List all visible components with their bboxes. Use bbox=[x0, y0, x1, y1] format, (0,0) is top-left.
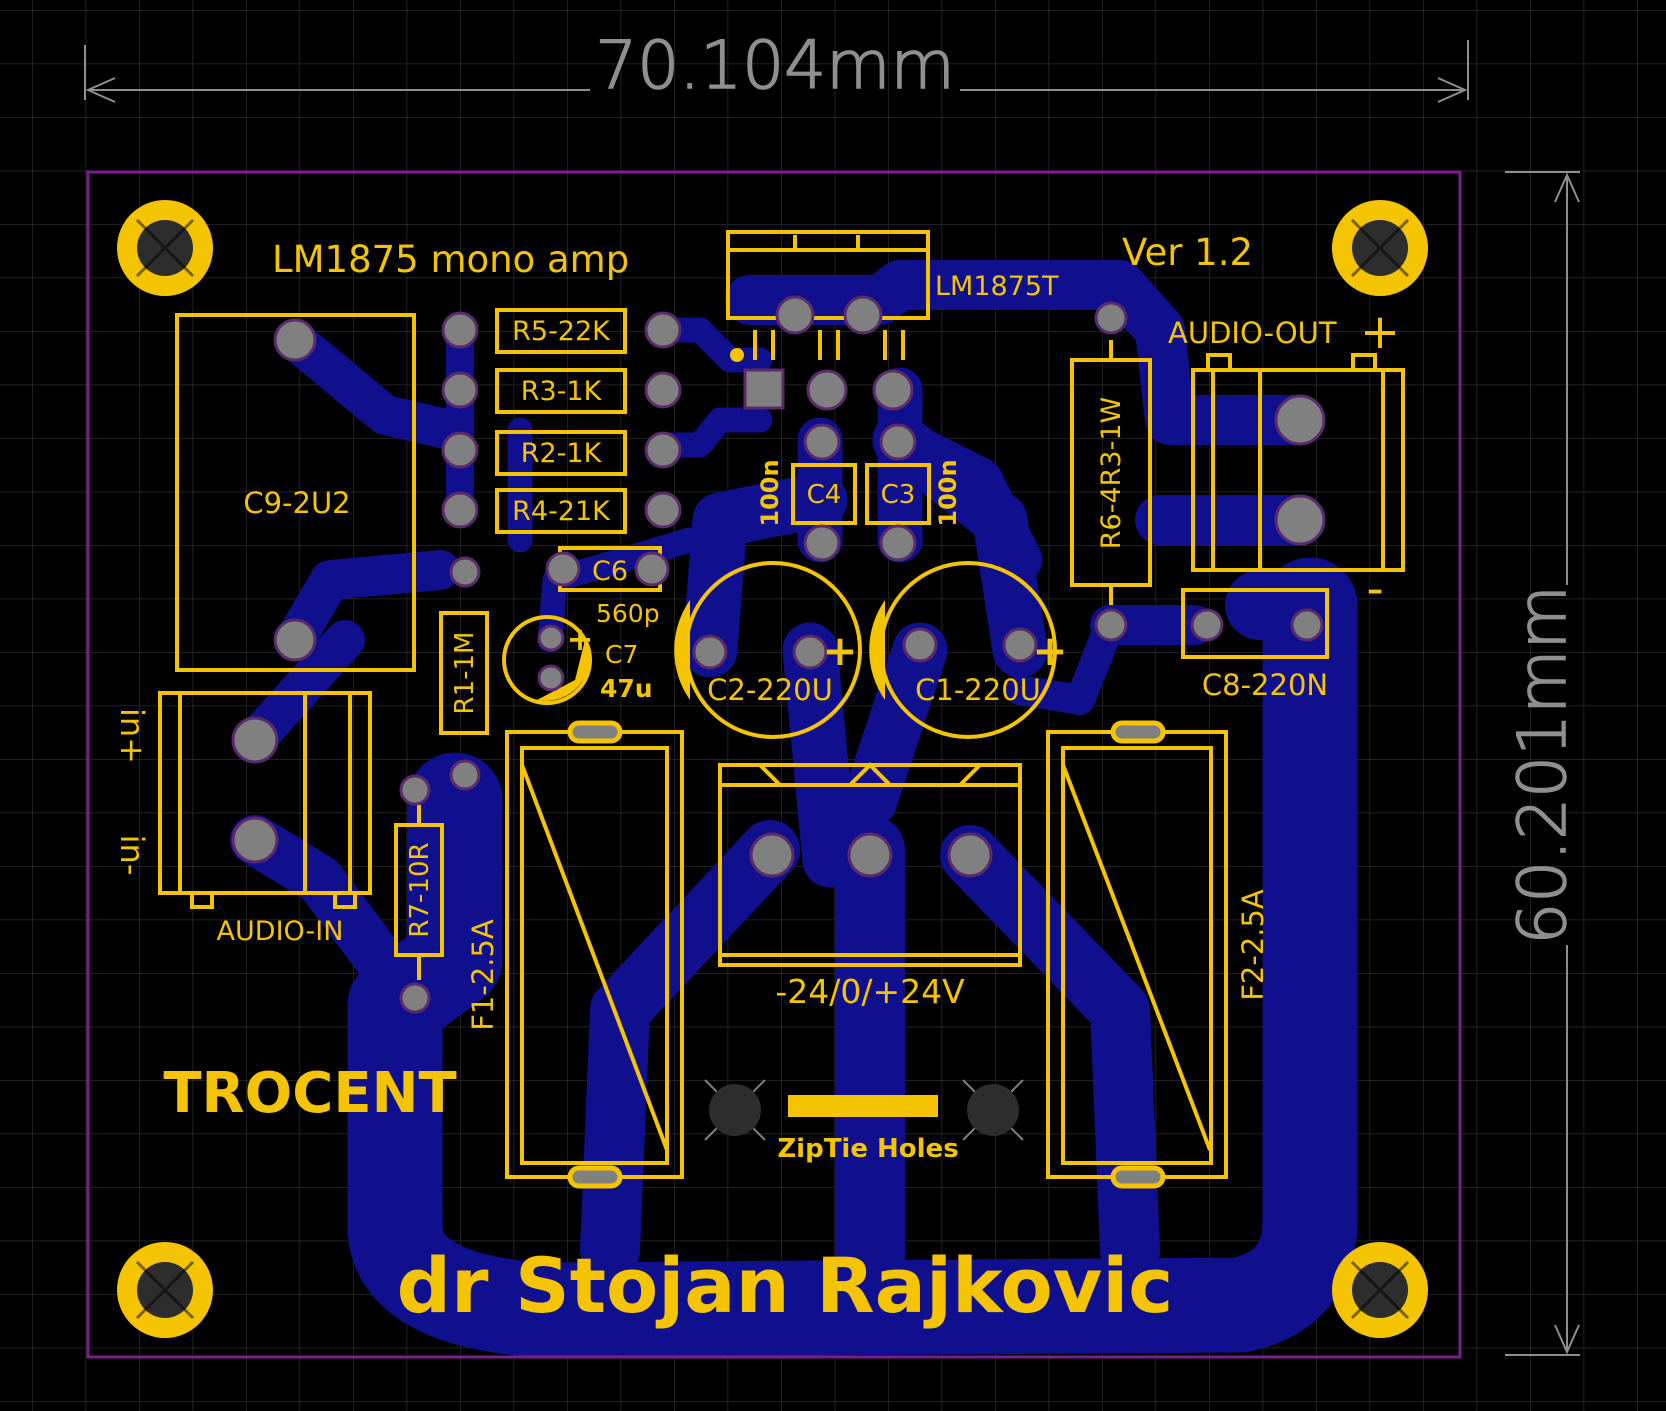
r6-label: R6-4R3-1W bbox=[1096, 397, 1127, 549]
mounting-hole-top-left bbox=[117, 200, 213, 296]
f1-label: F1-2.5A bbox=[466, 919, 500, 1031]
power-label: -24/0/+24V bbox=[775, 972, 965, 1011]
dimension-width bbox=[84, 40, 1469, 103]
c7-outline bbox=[502, 615, 592, 705]
pads bbox=[231, 295, 1326, 1189]
mounting-hole-bottom-left bbox=[117, 1242, 213, 1338]
c3-value: 100n bbox=[934, 459, 962, 526]
r5-outline bbox=[495, 308, 627, 354]
audio-out-label: AUDIO-OUT bbox=[1168, 316, 1337, 350]
r3-outline bbox=[495, 368, 627, 414]
r4-outline bbox=[495, 488, 627, 534]
silkscreen-layer bbox=[158, 230, 1405, 1179]
c4-outline bbox=[791, 463, 857, 525]
c2-label: C2-220U bbox=[707, 673, 833, 707]
ziptie-hole-right bbox=[967, 1084, 1019, 1136]
ziptie-hole-left bbox=[709, 1084, 761, 1136]
c2-polarity-fill bbox=[674, 600, 690, 700]
board-outline bbox=[86, 170, 1462, 1359]
f2-label: F2-2.5A bbox=[1236, 889, 1270, 1001]
width-dimension-label: 70.104mm bbox=[595, 27, 955, 104]
c6-value: 560p bbox=[596, 599, 660, 628]
c9-label: C9-2U2 bbox=[243, 486, 350, 520]
c9-outline bbox=[175, 313, 416, 672]
c7-plus: + bbox=[567, 620, 594, 658]
audio-in-outline bbox=[158, 691, 372, 895]
mounting-hole-top-right bbox=[1332, 200, 1428, 296]
c3-outline bbox=[865, 463, 931, 525]
r7-label: R7-10R bbox=[405, 842, 435, 937]
c7-value: 47u bbox=[600, 674, 653, 703]
ziptie-label: ZipTie Holes bbox=[777, 1134, 958, 1164]
audio-out-outline bbox=[1191, 368, 1405, 572]
ic-outline bbox=[726, 230, 930, 320]
r1-outline bbox=[439, 611, 489, 735]
brand-label: TROCENT bbox=[163, 1061, 456, 1126]
c1-label: C1-220U bbox=[915, 673, 1041, 707]
audio-out-plus: + bbox=[1360, 304, 1400, 360]
dimension-height bbox=[1505, 171, 1580, 1356]
c8-label: C8-220N bbox=[1202, 668, 1328, 702]
r3-label: R3-1K bbox=[521, 376, 603, 407]
c4-label: C4 bbox=[807, 480, 842, 510]
ziptie-bar bbox=[788, 1095, 938, 1117]
r2-outline bbox=[495, 430, 627, 476]
author-label: dr Stojan Rajkovic bbox=[397, 1241, 1174, 1330]
c2-plus: + bbox=[822, 626, 857, 675]
board-title: LM1875 mono amp bbox=[272, 238, 629, 281]
ic-label: LM1875T bbox=[935, 271, 1059, 302]
r2-label: R2-1K bbox=[521, 438, 603, 469]
height-dimension-label: 60.201mm bbox=[1504, 585, 1581, 945]
in-plus-label: in+ bbox=[113, 708, 151, 764]
c1-polarity-fill bbox=[869, 600, 885, 700]
mounting-hole-bottom-right bbox=[1332, 1242, 1428, 1338]
version-label: Ver 1.2 bbox=[1122, 231, 1253, 274]
c4-value: 100n bbox=[756, 459, 784, 526]
audio-in-label: AUDIO-IN bbox=[217, 916, 344, 947]
r4-label: R4-21K bbox=[512, 496, 611, 527]
r1-label: R1-1M bbox=[450, 632, 480, 715]
r5-label: R5-22K bbox=[512, 316, 611, 347]
c1-plus: + bbox=[1032, 626, 1067, 675]
c7-label: C7 bbox=[605, 640, 638, 669]
in-minus-label: in- bbox=[113, 835, 151, 876]
c7-polarity-fill bbox=[537, 640, 589, 701]
c8-outline bbox=[1181, 588, 1329, 659]
c6-label: C6 bbox=[592, 556, 628, 587]
c3-label: C3 bbox=[881, 480, 916, 510]
audio-out-minus: - bbox=[1366, 561, 1383, 617]
